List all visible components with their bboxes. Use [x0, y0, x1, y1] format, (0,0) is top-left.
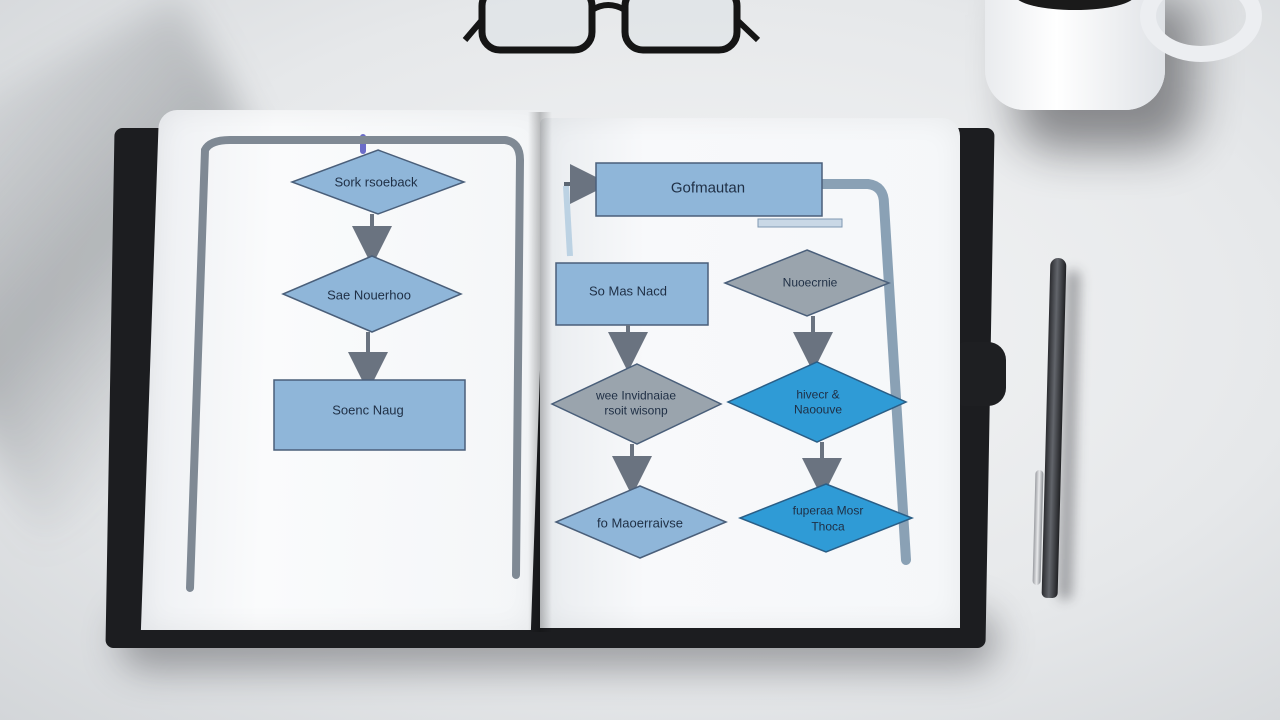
eyeglasses: [462, 0, 761, 54]
diamond-right-bottom-label-2: Thoca: [811, 519, 845, 534]
left-diamond-2: [281, 255, 463, 333]
right-diamond-grey-top: [722, 249, 892, 317]
diamond-left-mid-label-1: wee Invidnaiae: [595, 388, 677, 403]
coffee-mug: [985, 0, 1165, 110]
right-rect-node: [555, 262, 709, 326]
right-top-left-connector: [563, 185, 573, 257]
diamond-blue-mid: [726, 361, 908, 443]
notebook-closure-tab: [958, 342, 1006, 406]
left-diamond-1: [289, 149, 467, 215]
diamond-right-mid-label-2: Naoouve: [793, 402, 843, 417]
diamond-right-bottom-label-1: fuperaa Mosr: [792, 503, 864, 518]
top-box-label: Gofmautan: [670, 179, 746, 197]
top-rect-underline: [757, 218, 843, 228]
diamond-left-mid-label-2: rsoit wisonp: [604, 403, 668, 418]
left-node-3-label: Soenc Naug: [332, 402, 404, 418]
coffee: [1015, 0, 1135, 10]
diamond-blue-bottom: [737, 483, 915, 553]
left-rect-node: [273, 379, 466, 451]
left-node-1-label: Sork rsoeback: [334, 174, 418, 190]
diamond-left-bottom-label: fo Maoerraivse: [597, 515, 683, 531]
notebook-spine: [528, 112, 552, 632]
left-node-2-label: Sae Nouerhoo: [327, 287, 411, 303]
diamond-right-mid-label-1: hivecr &: [796, 387, 840, 402]
diamond-light-bottom: [554, 485, 728, 559]
left-frame-line: [186, 136, 525, 592]
box-left-label: So Mas Nacd: [588, 283, 668, 299]
right-frame-line: [817, 179, 911, 565]
top-rect-node: [595, 162, 823, 217]
diamond-right-top-label: Nuoecrnie: [782, 275, 838, 290]
diamond-grey-mid: [550, 363, 723, 445]
